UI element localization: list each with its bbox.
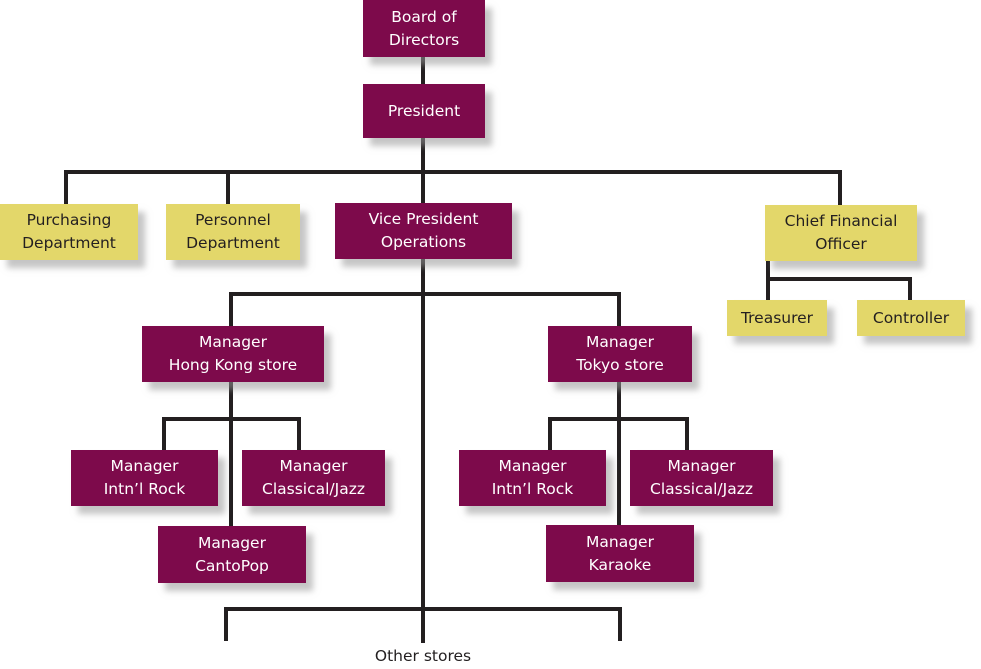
connector-hk-bus <box>162 417 301 421</box>
connector-tokyo <box>617 292 621 326</box>
node-hk-manager-cantopop: Manager CantoPop <box>158 526 306 583</box>
node-hk-manager-classical-jazz: Manager Classical/Jazz <box>242 450 385 506</box>
node-label-line: Manager <box>586 333 654 351</box>
node-board-of-directors: Board of Directors <box>363 0 485 57</box>
node-treasurer: Treasurer <box>727 300 827 336</box>
node-label-line: Intn’l Rock <box>491 480 574 498</box>
connector-stores-bus <box>229 292 621 296</box>
connector-cfo-bus <box>766 277 912 281</box>
connector-hk-trunk <box>229 380 233 526</box>
node-controller: Controller <box>857 300 965 336</box>
node-label-line: CantoPop <box>195 556 269 575</box>
connector-board-president <box>421 57 425 85</box>
connector-tk-classical <box>685 417 689 450</box>
connector-purchasing <box>64 170 68 204</box>
node-label-line: Classical/Jazz <box>650 480 753 498</box>
node-label-line: Board of <box>391 7 457 26</box>
connector-other-left <box>224 607 228 641</box>
node-purchasing-department: Purchasing Department <box>0 204 138 260</box>
node-label-line: Manager <box>110 457 179 475</box>
connector-tk-bus <box>548 417 689 421</box>
node-label-line: Department <box>22 234 116 252</box>
connector-treasurer <box>766 277 770 300</box>
node-label-line: Karaoke <box>588 555 652 574</box>
node-label-line: Manager <box>199 333 267 351</box>
node-label-line: Manager <box>586 532 654 551</box>
node-label-line: Manager <box>198 533 266 552</box>
node-label-line: Intn’l Rock <box>103 480 186 498</box>
node-label-line: Manager <box>498 457 567 475</box>
connector-hk-classical <box>297 417 301 450</box>
node-label-line: Department <box>186 234 280 252</box>
connector-vp-trunk <box>421 258 425 643</box>
other-stores-label: Other stores <box>374 647 472 665</box>
node-label-line: Manager <box>279 457 348 475</box>
connector-other-right <box>618 607 622 641</box>
node-label-line: Vice President <box>368 210 479 228</box>
node-label-line: Operations <box>380 233 467 251</box>
node-label-line: Directors <box>388 30 460 49</box>
node-label-line: Tokyo store <box>576 356 664 374</box>
node-tokyo-manager-intl-rock: Manager Intn’l Rock <box>459 450 606 506</box>
connector-tk-rock <box>548 417 552 450</box>
node-label-line: Classical/Jazz <box>262 480 365 498</box>
node-label-line: President <box>387 101 461 120</box>
node-label-line: Purchasing <box>26 211 112 229</box>
node-chief-financial-officer: Chief Financial Officer <box>765 205 917 261</box>
connector-hongkong <box>229 292 233 326</box>
node-hk-manager-intl-rock: Manager Intn’l Rock <box>71 450 218 506</box>
connector-tk-trunk <box>617 380 621 526</box>
connector-personnel <box>226 170 230 204</box>
node-tokyo-manager-karaoke: Manager Karaoke <box>546 525 694 582</box>
node-label-line: Personnel <box>195 211 271 229</box>
connector-cfo-down <box>766 260 770 280</box>
node-manager-hong-kong-store: Manager Hong Kong store <box>142 326 324 382</box>
node-manager-tokyo-store: Manager Tokyo store <box>548 326 692 382</box>
connector-cfo <box>838 170 842 206</box>
node-label-line: Manager <box>667 457 736 475</box>
node-label-line: Officer <box>815 235 867 253</box>
node-label-line: Treasurer <box>740 308 814 327</box>
connector-staff-bus <box>64 170 842 174</box>
connector-other-bus <box>224 607 622 611</box>
node-label-line: Controller <box>872 308 950 327</box>
connector-hk-rock <box>162 417 166 450</box>
node-vice-president-operations: Vice President Operations <box>335 203 512 259</box>
connector-controller <box>908 277 912 300</box>
node-tokyo-manager-classical-jazz: Manager Classical/Jazz <box>630 450 773 506</box>
node-label-line: Hong Kong store <box>168 356 298 374</box>
node-personnel-department: Personnel Department <box>166 204 300 260</box>
node-label-line: Chief Financial <box>784 212 898 230</box>
node-president: President <box>363 84 485 138</box>
